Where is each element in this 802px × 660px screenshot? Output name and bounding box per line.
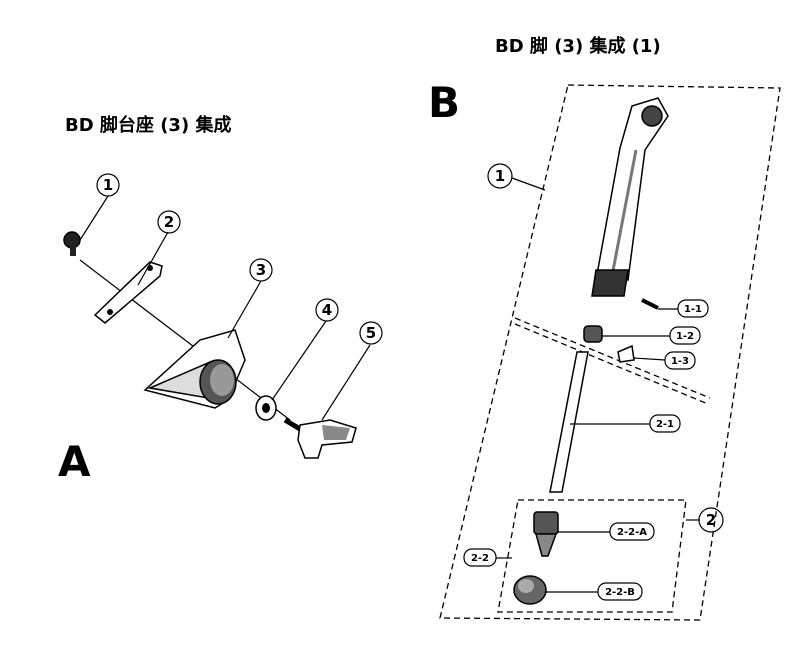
label-2-2-b: 2-2-B	[597, 582, 643, 601]
svg-text:4: 4	[322, 301, 332, 319]
svg-text:1: 1	[495, 167, 505, 185]
part-1-1-screw	[641, 298, 659, 310]
section-a: BD 脚台座 (3) 集成 A	[58, 114, 383, 486]
part-1-2-collar	[583, 325, 603, 343]
svg-text:1-1: 1-1	[684, 304, 702, 315]
part-1-3-clip	[617, 344, 635, 363]
section-b: BD 脚 (3) 集成 (1) B	[428, 35, 781, 621]
group-2-boundary	[497, 499, 687, 613]
group-1-boundary	[439, 84, 781, 621]
leg-upper-tube	[591, 97, 669, 297]
part-2-2-b-foot-cap	[513, 575, 547, 605]
label-2-2: 2-2	[463, 548, 497, 567]
part-1-screw	[63, 231, 81, 256]
label-2-1: 2-1	[649, 414, 681, 433]
part-2-1-lower-tube	[549, 351, 589, 493]
part-5-wing-screw	[283, 417, 357, 459]
part-4-washer	[255, 395, 277, 421]
svg-text:3: 3	[256, 261, 266, 279]
callout-a-5: 5	[359, 321, 383, 345]
part-3-base	[143, 329, 246, 409]
svg-text:2: 2	[164, 213, 174, 231]
callout-a-4: 4	[315, 298, 339, 322]
section-a-title: BD 脚台座 (3) 集成	[65, 114, 231, 136]
assembly-axis-line	[79, 259, 291, 421]
callout-a-2: 2	[157, 210, 181, 234]
separator-line	[514, 317, 711, 399]
part-2-2-a-foot-joint	[533, 511, 559, 557]
label-2-2-a: 2-2-A	[609, 522, 655, 541]
svg-text:2-1: 2-1	[656, 419, 674, 430]
svg-text:1-2: 1-2	[676, 331, 694, 342]
callout-b-group-2: 2	[698, 507, 724, 533]
label-1-2: 1-2	[669, 326, 701, 345]
section-a-letter: A	[58, 437, 91, 486]
label-1-3: 1-3	[664, 351, 696, 370]
svg-text:1-3: 1-3	[671, 356, 689, 367]
svg-text:2-2: 2-2	[471, 553, 489, 564]
svg-text:2-2-B: 2-2-B	[605, 587, 635, 598]
svg-text:2: 2	[706, 511, 716, 529]
svg-text:2-2-A: 2-2-A	[617, 527, 647, 538]
part-2-plate	[93, 261, 163, 324]
callout-a-3: 3	[249, 258, 273, 282]
svg-text:1: 1	[103, 176, 113, 194]
section-b-letter: B	[428, 78, 460, 127]
callout-b-group-1: 1	[487, 163, 513, 189]
svg-text:5: 5	[366, 324, 376, 342]
section-b-title: BD 脚 (3) 集成 (1)	[495, 35, 661, 57]
label-1-1: 1-1	[677, 299, 709, 318]
callout-a-1: 1	[96, 173, 120, 197]
